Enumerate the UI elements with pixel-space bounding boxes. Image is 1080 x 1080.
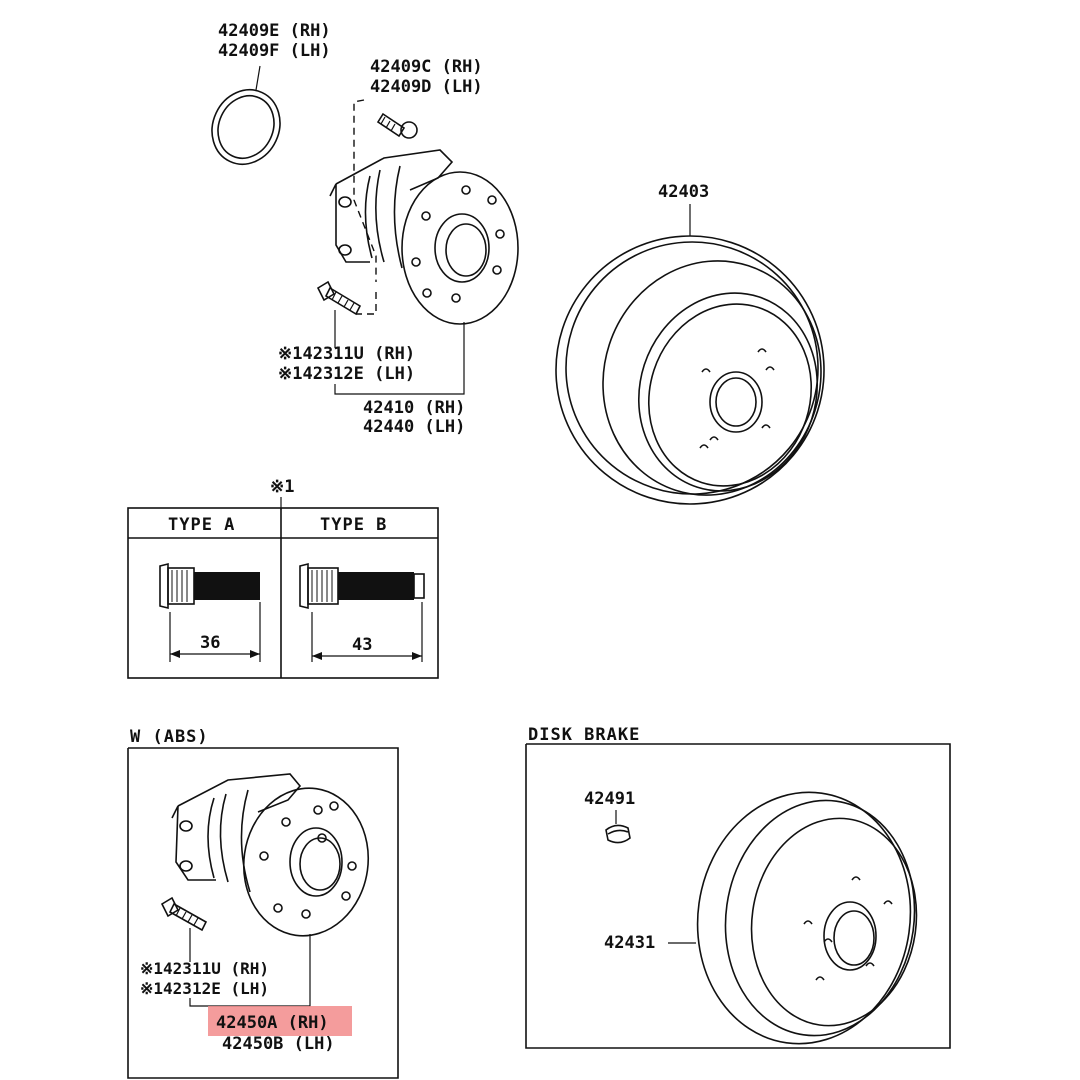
table-ref-mark: ※1 [270,477,294,497]
stud-type-a: 36 [159,562,261,662]
o-ring [211,65,281,165]
hub-bearing [329,149,519,325]
brake-rotor [696,791,918,1045]
drum-label: 42403 [658,182,709,202]
oring-label-lh: 42409F (LH) [218,41,331,61]
abs-bolt-label-rh: ※142311U (RH) [140,959,269,978]
bolt-label-lh: ※142312E (LH) [278,364,415,384]
hub-bolt [316,280,362,316]
hub-plug [376,112,418,139]
abs-section-title: W (ABS) [130,727,209,747]
abs-hub-bolt [160,896,208,932]
disk-brake-section: DISK BRAKE 42491 42431 [525,725,951,1049]
abs-bolt-label-lh: ※142312E (LH) [140,979,269,998]
hub-clip [605,824,631,844]
stud-type-b: 43 [299,562,425,662]
type-a-header: TYPE A [168,515,235,535]
rotor-label: 42431 [604,933,655,953]
plug-label-lh: 42409D (LH) [370,77,483,97]
stud-type-table: ※1 TYPE A TYPE B 36 [127,477,439,679]
abs-section: W (ABS) [127,727,399,1079]
hub-label-lh: 42440 (LH) [363,417,465,437]
oring-label-rh: 42409E (RH) [218,21,331,41]
highlight-box [208,1006,352,1036]
top-hub-assembly: 42409E (RH) 42409F (LH) 42409C (RH) 4240… [211,21,519,437]
plug-label-rh: 42409C (RH) [370,57,483,77]
type-b-header: TYPE B [320,515,387,535]
abs-hub-label-lh: 42450B (LH) [222,1034,335,1054]
type-a-dimension: 36 [200,633,220,653]
abs-hub-bearing [171,773,370,937]
type-b-dimension: 43 [352,635,372,655]
clip-label: 42491 [584,789,635,809]
hub-label-rh: 42410 (RH) [363,398,465,418]
bolt-label-rh: ※142311U (RH) [278,344,415,364]
brake-drum: 42403 [555,182,825,505]
abs-hub-label-rh: 42450A (RH) [216,1013,329,1033]
disk-section-title: DISK BRAKE [528,725,640,745]
